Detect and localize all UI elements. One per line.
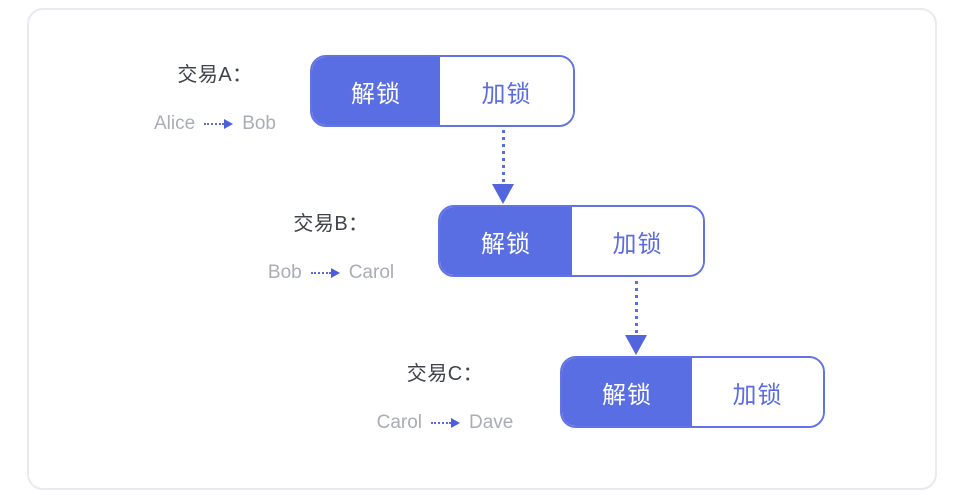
transaction-c-label: 交易C： Carol Dave (340, 357, 550, 434)
transaction-c-parties: Carol Dave (340, 412, 550, 434)
right-dotted-arrow-icon (431, 418, 461, 428)
transaction-b-lock-button[interactable]: 加锁 (572, 207, 703, 275)
down-dotted-line (502, 130, 505, 184)
transaction-b-from: Bob (267, 262, 302, 283)
transaction-a-label: 交易A： Alice Bob (110, 58, 320, 135)
transaction-a-pill: 解锁 加锁 (310, 55, 575, 127)
transaction-c-to: Dave (469, 412, 514, 433)
down-arrowhead-icon (492, 184, 514, 204)
transaction-a-title: 交易A： (177, 64, 253, 86)
transaction-c-title: 交易C： (406, 363, 484, 385)
transaction-b-unlock-button[interactable]: 解锁 (440, 207, 572, 275)
transaction-c-pill: 解锁 加锁 (560, 356, 825, 428)
transaction-a-lock-button[interactable]: 加锁 (440, 57, 573, 125)
transaction-a-parties: Alice Bob (110, 113, 320, 135)
transaction-b-pill: 解锁 加锁 (438, 205, 705, 277)
transaction-b-label: 交易B： Bob Carol (226, 207, 436, 284)
transaction-a-from: Alice (154, 113, 196, 134)
transaction-c-from: Carol (376, 412, 423, 433)
transaction-b-title: 交易B： (293, 213, 369, 235)
transaction-a-to: Bob (242, 113, 276, 134)
transaction-b-to: Carol (348, 262, 395, 283)
down-dotted-line (635, 281, 638, 335)
transaction-a-unlock-button[interactable]: 解锁 (312, 57, 440, 125)
transaction-b-parties: Bob Carol (226, 262, 436, 284)
transaction-c-unlock-button[interactable]: 解锁 (562, 358, 692, 426)
right-dotted-arrow-icon (310, 268, 340, 278)
transaction-c-lock-button[interactable]: 加锁 (692, 358, 823, 426)
right-dotted-arrow-icon (204, 119, 234, 129)
down-arrowhead-icon (625, 335, 647, 355)
